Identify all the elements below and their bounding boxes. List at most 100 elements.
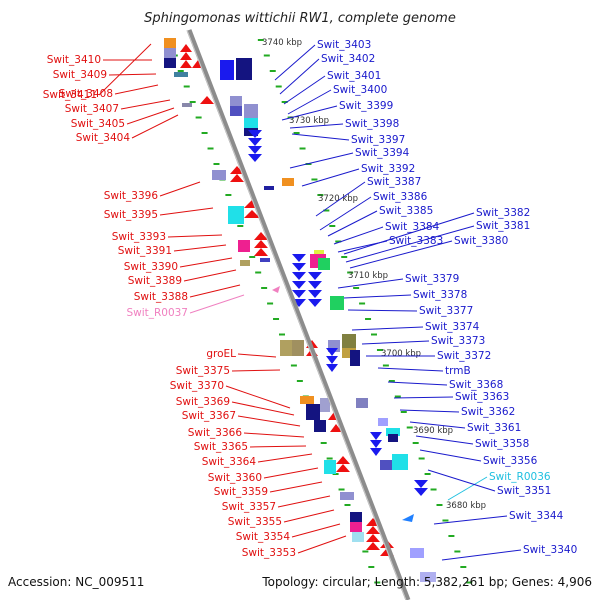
gene-label: Swit_3380 [454,235,508,247]
gene-arrow [292,281,306,289]
gene-arrow [200,96,214,104]
gene-label: Swit_3358 [475,438,529,450]
gene-feature [212,170,226,180]
gene-label: Swit_3409 [53,69,107,81]
gene-arrow [308,290,322,298]
gene-arrow [370,448,382,456]
left-gene-labels: Swit_3411Swit_3410Swit_3409Swit_3408Swit… [43,43,347,559]
gene-label: Swit_3344 [509,510,564,522]
leader-line [108,73,157,76]
gene-feature [340,492,354,500]
gene-label: Swit_3379 [405,273,459,285]
gene-feature [350,522,362,532]
gene-feature [228,206,244,224]
map-title: Sphingomonas wittichii RW1, complete gen… [144,11,456,26]
scale-label: 3690 kbp [413,426,453,436]
gene-arrow [370,432,382,440]
gene-feature [352,532,364,542]
gene-arrow [244,210,260,218]
scale-labels: 3740 kbp 3730 kbp 3720 kbp 3710 kbp 3700… [262,38,486,511]
leader-line [287,89,332,115]
leader-line [399,409,460,413]
gene-label: Swit_3360 [208,472,262,484]
leader-line [327,210,378,237]
leader-line [361,340,430,345]
scale-label: 3740 kbp [262,38,302,48]
gene-label: Swit_3369 [176,396,230,408]
gene-label: Swit_3392 [361,163,415,175]
leader-line [387,381,448,386]
gene-arrow [248,146,262,154]
leader-line [315,181,366,217]
gene-feature [182,103,192,107]
leader-line [291,133,350,141]
gene-label: Swit_3391 [118,245,172,257]
leader-line [319,196,372,231]
gene-label: Swit_3405 [71,118,125,130]
gene-label: Swit_3390 [124,261,178,273]
gene-feature [280,340,292,356]
leader-line [427,469,496,492]
gene-label: Swit_3363 [455,391,509,403]
leader-line [131,114,179,139]
scale-label: 3700 kbp [381,349,421,359]
gene-arrow [248,138,262,146]
gene-label: Swit_3362 [461,406,515,418]
leader-line [345,225,475,263]
gene-label: Swit_3375 [176,365,230,377]
gene-feature [356,398,368,408]
gene-arrow [330,424,342,432]
gene-label: Swit_3400 [333,84,387,96]
gene-label: Swit_3368 [449,379,503,391]
gene-feature [392,454,408,470]
gene-arrow [180,52,192,60]
gene-feature [240,260,250,266]
gene-label: Swit_3410 [47,54,101,66]
leader-line [297,535,347,554]
gene-label: Swit_3399 [339,100,393,112]
leader-line [274,44,316,81]
leader-line [347,309,418,312]
gene-arrow [292,263,306,271]
gene-label: Swit_3366 [188,427,243,439]
gene-feature [264,186,274,190]
gene-arrow [248,154,262,162]
gene-feature [318,258,330,270]
gene-arrow [326,348,338,356]
leader-line [289,123,344,129]
leader-line [231,369,281,372]
leader-line [291,523,341,538]
leader-line [159,181,201,197]
gene-feature [244,118,258,128]
leader-line [237,415,301,427]
scale-label: 3730 kbp [289,116,329,126]
leader-line [283,509,335,523]
gene-feature [164,48,176,58]
scale-label: 3680 kbp [446,501,486,511]
gene-feature [386,428,400,436]
leader-line [393,396,454,399]
gene-label: Swit_3374 [425,321,480,333]
gene-label: Swit_3407 [65,103,119,115]
gene-label: Swit_3403 [317,39,371,51]
gene-feature [164,58,176,68]
gene-label: Swit_3373 [431,335,485,347]
gene-feature [342,334,356,348]
gene-feature [324,460,336,474]
leader-line [409,421,466,429]
leader-line [283,75,326,105]
gene-arrow [230,174,244,182]
gene-arrow [370,440,382,448]
leader-line [433,515,508,525]
gene-label: Swit_3359 [214,486,268,498]
gene-arrow [336,456,350,464]
gene-label: groEL [206,348,236,360]
gene-feature [220,60,234,80]
gene-feature [230,106,242,116]
gene-arrow [366,526,380,534]
gene-label: Swit_3408 [59,88,113,100]
gene-feature [292,340,304,356]
leader-line [349,240,453,269]
gene-label: Swit_3381 [476,220,530,232]
